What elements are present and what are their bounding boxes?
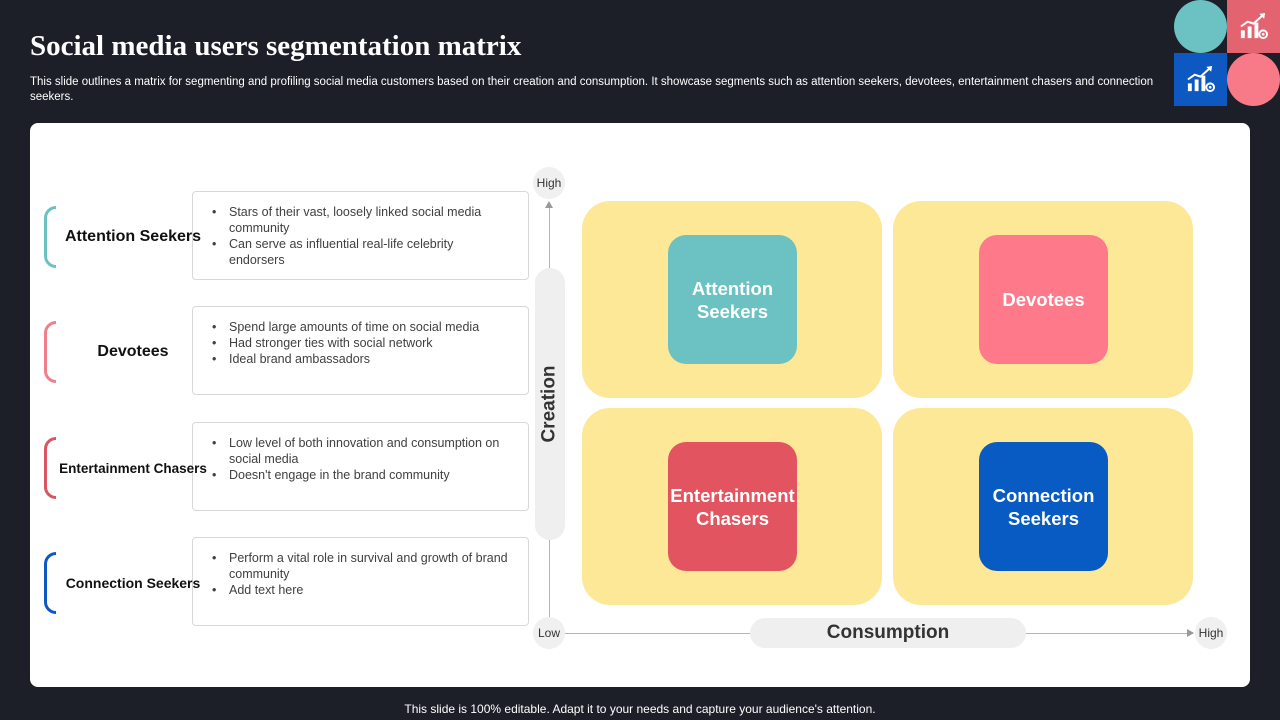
y-axis-arrow	[545, 201, 553, 208]
tile-entertainment-chasers: Entertainment Chasers	[668, 442, 797, 571]
tile-connection-seekers: Connection Seekers	[979, 442, 1108, 571]
decor-circle-teal	[1174, 0, 1227, 53]
growth-chart-gear-icon	[1187, 65, 1216, 93]
bullet: Spend large amounts of time on social me…	[212, 319, 512, 335]
bullet: Can serve as influential real-life celeb…	[212, 236, 512, 268]
tile-attention-seekers: Attention Seekers	[668, 235, 797, 364]
segment-description-connection-seekers: Perform a vital role in survival and gro…	[192, 537, 529, 626]
quadrant-bottom-left: Entertainment Chasers	[582, 408, 882, 605]
page-title: Social media users segmentation matrix	[30, 30, 522, 62]
segment-label-text: Devotees	[97, 343, 169, 360]
x-axis-arrow	[1187, 629, 1194, 637]
segment-description-devotees: Spend large amounts of time on social me…	[192, 306, 529, 395]
segment-label-text: Entertainment Chasers	[59, 460, 207, 476]
segment-label-text: Connection Seekers	[65, 575, 201, 591]
decor-square-red	[1227, 0, 1280, 53]
bullet: Ideal brand ambassadors	[212, 351, 512, 367]
y-axis-high-label: High	[533, 167, 565, 199]
decor-square-blue	[1174, 53, 1227, 106]
segment-description-attention-seekers: Stars of their vast, loosely linked soci…	[192, 191, 529, 280]
bullet: Stars of their vast, loosely linked soci…	[212, 204, 512, 236]
bullet: Add text here	[212, 582, 512, 598]
bullet: Low level of both innovation and consump…	[212, 435, 512, 467]
segment-label-text: Attention Seekers	[64, 228, 202, 245]
tile-devotees: Devotees	[979, 235, 1108, 364]
footer-note: This slide is 100% editable. Adapt it to…	[404, 702, 876, 716]
bullet: Had stronger ties with social network	[212, 335, 512, 351]
axis-origin-low-label: Low	[533, 617, 565, 649]
segment-description-entertainment-chasers: Low level of both innovation and consump…	[192, 422, 529, 511]
y-axis-title-text: Creation	[539, 365, 561, 443]
bracket-left	[44, 552, 56, 614]
page-subtitle: This slide outlines a matrix for segment…	[30, 76, 1154, 103]
quadrant-bottom-right: Connection Seekers	[893, 408, 1193, 605]
matrix-panel: Attention Seekers Stars of their vast, l…	[30, 123, 1250, 687]
decor-circle-pink	[1227, 53, 1280, 106]
growth-chart-gear-icon	[1240, 12, 1269, 40]
bullet: Doesn't engage in the brand community	[212, 467, 512, 483]
bracket-left	[44, 437, 56, 499]
y-axis-title: Creation	[535, 268, 565, 540]
bracket-left	[44, 321, 56, 383]
quadrant-top-left: Attention Seekers	[582, 201, 882, 398]
x-axis-high-label: High	[1195, 617, 1227, 649]
bullet: Perform a vital role in survival and gro…	[212, 550, 512, 582]
bracket-left	[44, 206, 56, 268]
x-axis-title: Consumption	[750, 618, 1026, 648]
quadrant-top-right: Devotees	[893, 201, 1193, 398]
